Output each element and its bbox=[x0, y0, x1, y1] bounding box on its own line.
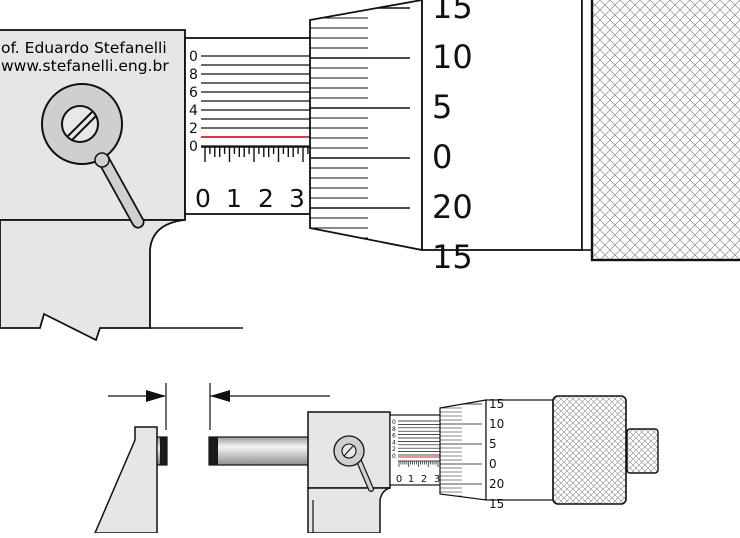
vernier-number: 4 bbox=[189, 103, 198, 119]
overview-vernier-number: 2 bbox=[392, 446, 396, 453]
overview-vernier-number: 0 bbox=[392, 453, 396, 460]
overview-vernier bbox=[398, 420, 444, 458]
main-scale-number: 0 bbox=[195, 184, 211, 213]
overview-sleeve-ticks bbox=[398, 460, 441, 467]
knurled-ratchet bbox=[590, 0, 740, 262]
thimble-number: 5 bbox=[432, 88, 452, 126]
overview-main-number: 0 bbox=[396, 474, 402, 485]
main-scale-number: 1 bbox=[226, 184, 242, 213]
vernier-lines bbox=[201, 55, 312, 147]
vernier-number: 0 bbox=[189, 139, 198, 155]
overview-vernier-number: 4 bbox=[392, 439, 396, 446]
overview-vernier-number: 6 bbox=[392, 433, 396, 440]
vernier-number: 2 bbox=[189, 121, 198, 137]
overview-thimble-number: 20 bbox=[489, 477, 504, 491]
overview-vernier-number: 8 bbox=[392, 426, 396, 433]
overview-main-number: 2 bbox=[421, 474, 427, 485]
thimble-number: 10 bbox=[432, 38, 473, 76]
thimble-number: 0 bbox=[432, 138, 452, 176]
spindle bbox=[208, 436, 311, 466]
overview-main-number: 3 bbox=[434, 474, 440, 485]
overview-thimble-number: 5 bbox=[489, 437, 497, 451]
credit-line-1: of. Eduardo Stefanelli bbox=[1, 39, 167, 57]
sleeve bbox=[184, 37, 316, 215]
overview-thimble-number: 15 bbox=[489, 497, 504, 511]
zoomed-micrometer: of. Eduardo Stefanelli www.stefanelli.en… bbox=[0, 0, 740, 342]
overview-lock-lever bbox=[333, 435, 374, 492]
overview-frame bbox=[307, 411, 391, 534]
lock-lever bbox=[41, 83, 145, 229]
ratchet-collar bbox=[581, 0, 593, 251]
sleeve-ticks bbox=[201, 146, 310, 162]
overview-thimble-number: 10 bbox=[489, 417, 504, 431]
frame-body bbox=[0, 29, 243, 342]
overview-main-number: 1 bbox=[408, 474, 414, 485]
overview-thimble bbox=[439, 399, 487, 501]
vernier-number: 0 bbox=[189, 49, 198, 65]
overview-vernier-number: 0 bbox=[392, 419, 396, 426]
thimble-barrel bbox=[421, 0, 583, 251]
thimble-number: 15 bbox=[432, 0, 473, 26]
overview-thimble-number: 0 bbox=[489, 457, 497, 471]
overview-thimble-numbers: 15 10 5 0 20 15 bbox=[489, 397, 504, 511]
credit-line-2: www.stefanelli.eng.br bbox=[1, 57, 169, 75]
overview-thimble-number: 15 bbox=[489, 397, 504, 411]
overview-thimble-barrel bbox=[485, 399, 554, 501]
vernier-number: 8 bbox=[189, 67, 198, 83]
thimble-number: 15 bbox=[432, 238, 473, 276]
overview-sleeve bbox=[389, 414, 447, 486]
overview-ratchet-knob bbox=[626, 428, 659, 474]
main-scale-number: 3 bbox=[289, 184, 305, 213]
main-scale-number: 2 bbox=[258, 184, 274, 213]
thimble-number: 20 bbox=[432, 188, 473, 226]
anvil bbox=[93, 426, 168, 534]
vernier-number: 6 bbox=[189, 85, 198, 101]
vernier-numbers: 0 8 6 4 2 0 bbox=[189, 49, 198, 155]
overview-thimble-ticks bbox=[440, 400, 482, 500]
gap-arrows bbox=[108, 383, 330, 430]
thimble-numbers: 15 10 5 0 20 15 bbox=[432, 0, 473, 276]
overview-knurled-ratchet bbox=[552, 395, 627, 505]
